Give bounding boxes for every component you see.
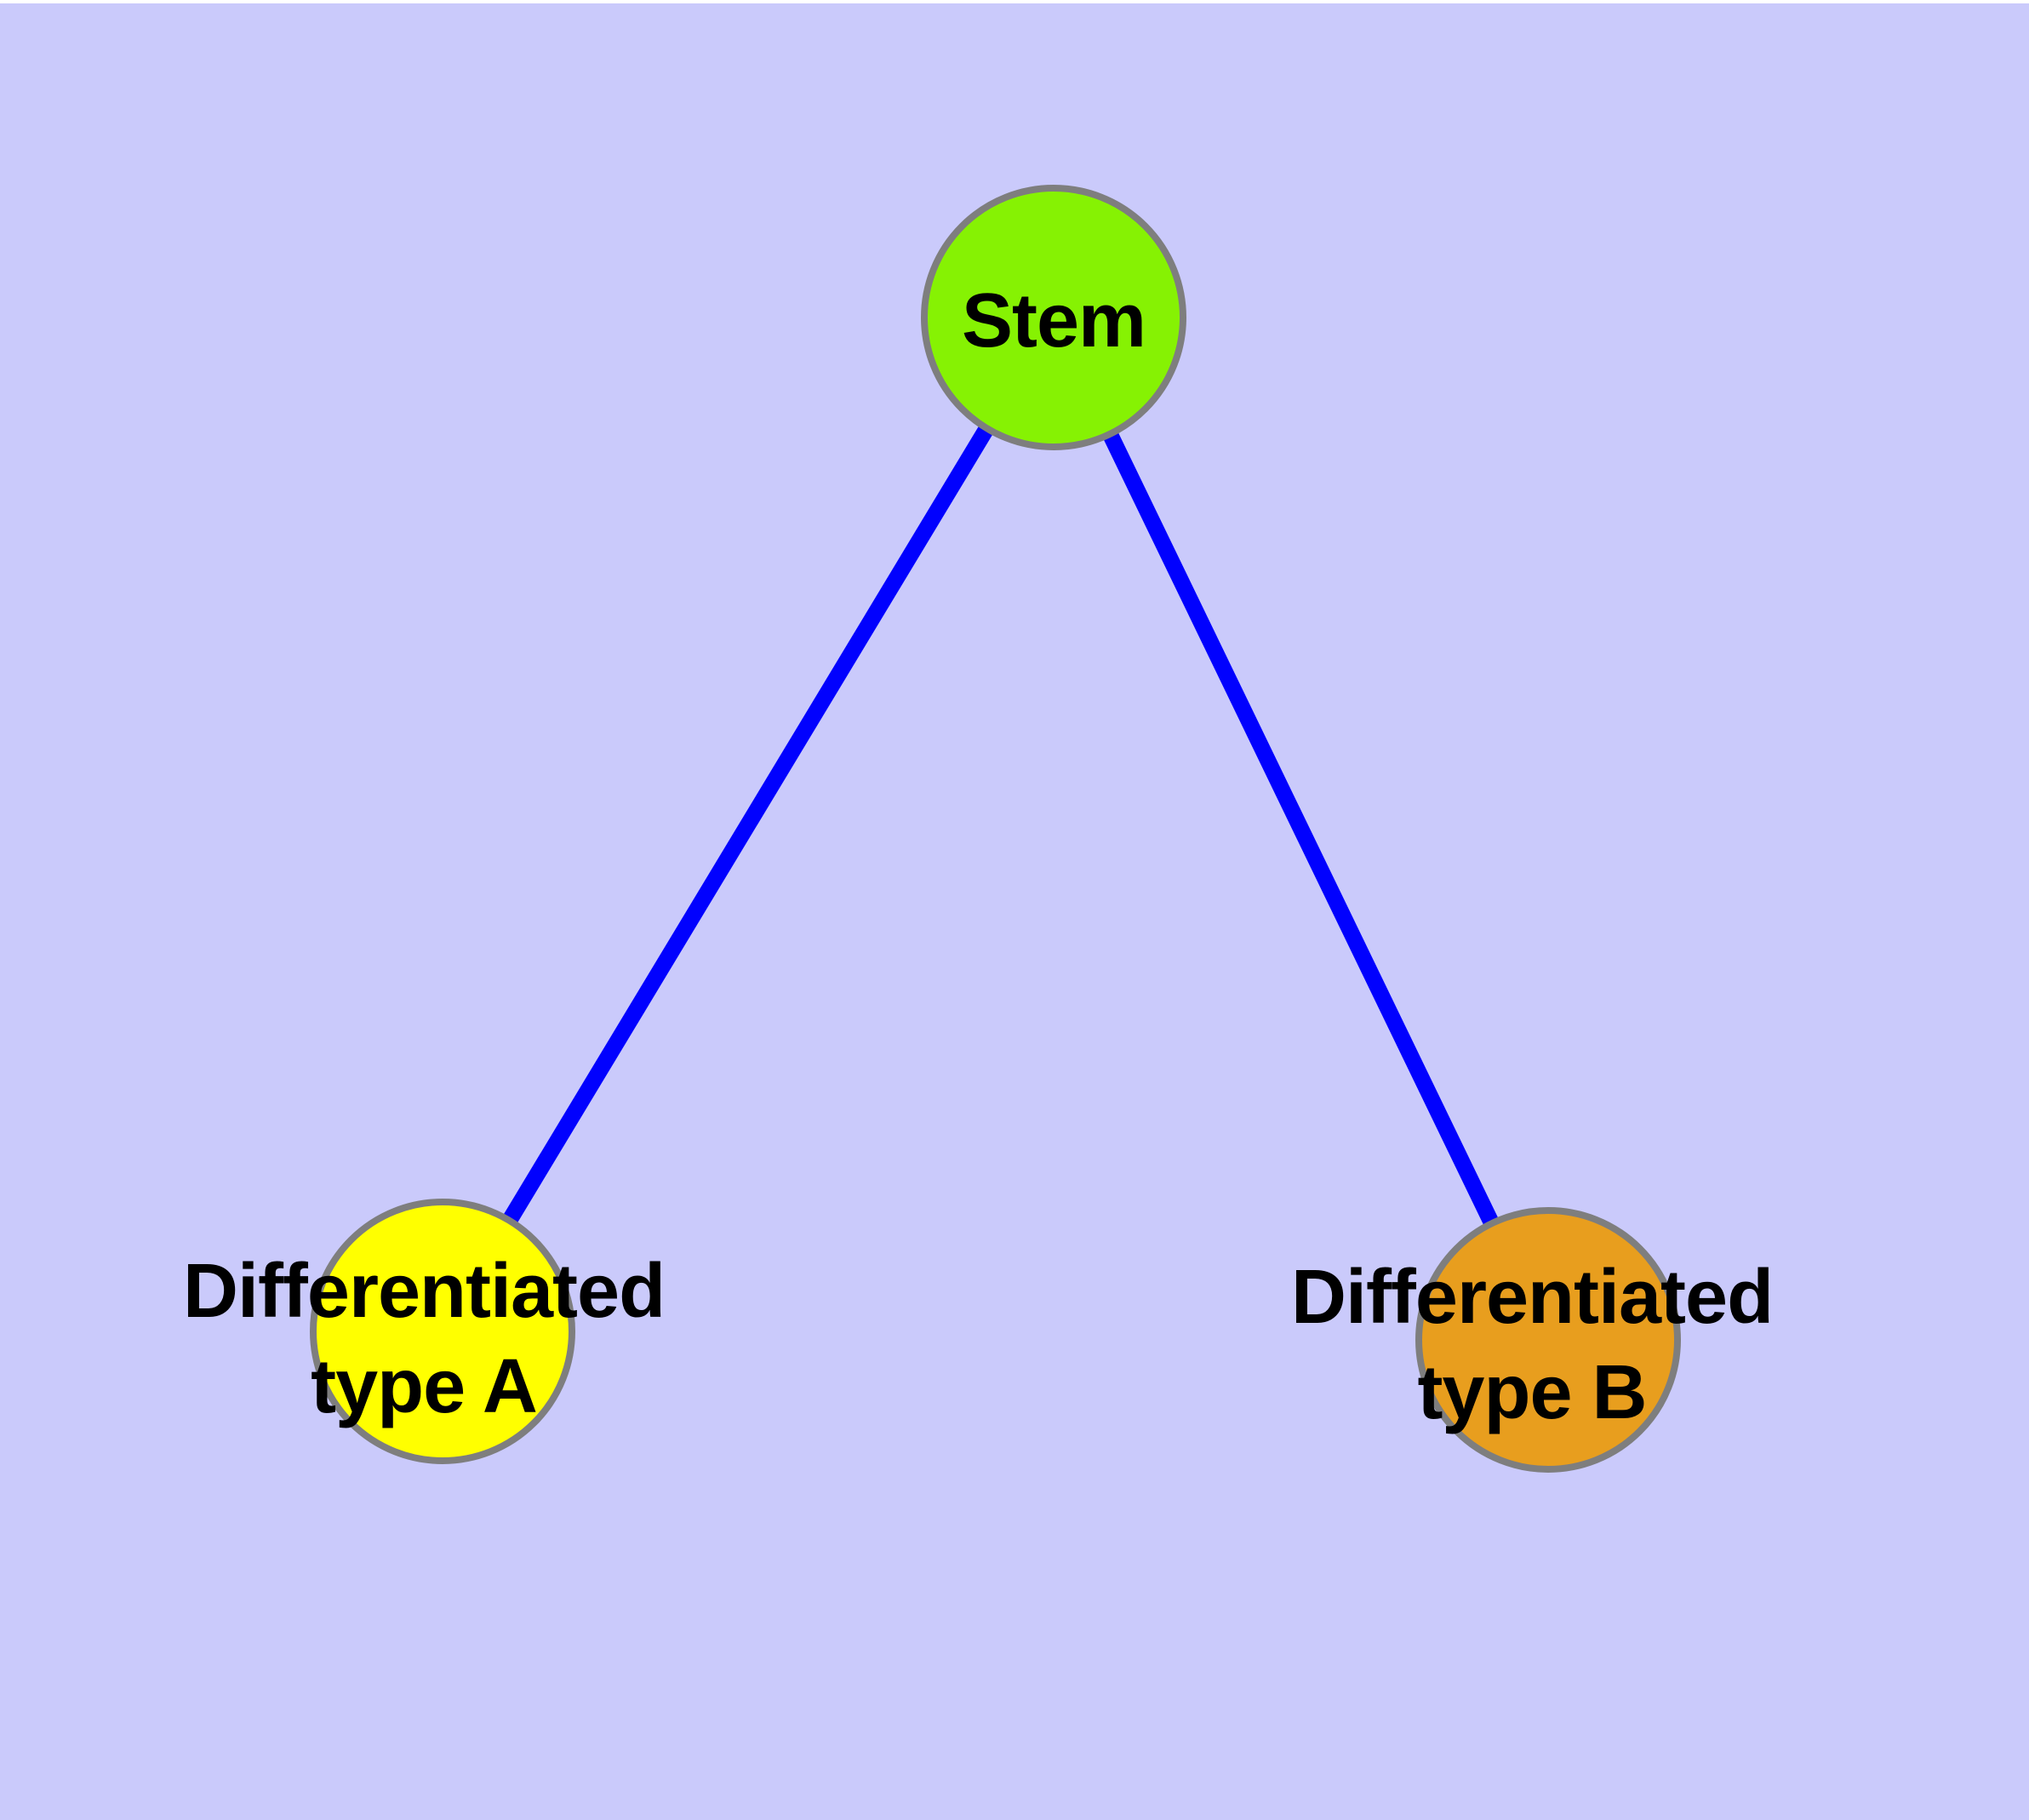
node-type-b-label: Differentiated type B — [1290, 1250, 1774, 1440]
node-stem-label-line1: Stem — [961, 278, 1146, 363]
edge-stem-to-type-b — [1046, 313, 1556, 1344]
node-stem — [921, 185, 1186, 450]
edge-stem-to-type-a — [435, 313, 1061, 1336]
node-type-b-label-line1: Differentiated — [1290, 1255, 1774, 1340]
node-type-a-label: Differentiated type A — [182, 1244, 666, 1434]
node-type-b-label-line2: type B — [1417, 1350, 1647, 1435]
node-differentiated-type-a — [310, 1199, 575, 1464]
node-type-a-label-line2: type A — [311, 1344, 538, 1429]
node-type-a-label-line1: Differentiated — [182, 1249, 666, 1334]
node-differentiated-type-b — [1415, 1207, 1681, 1473]
node-stem-label: Stem — [962, 273, 1146, 369]
